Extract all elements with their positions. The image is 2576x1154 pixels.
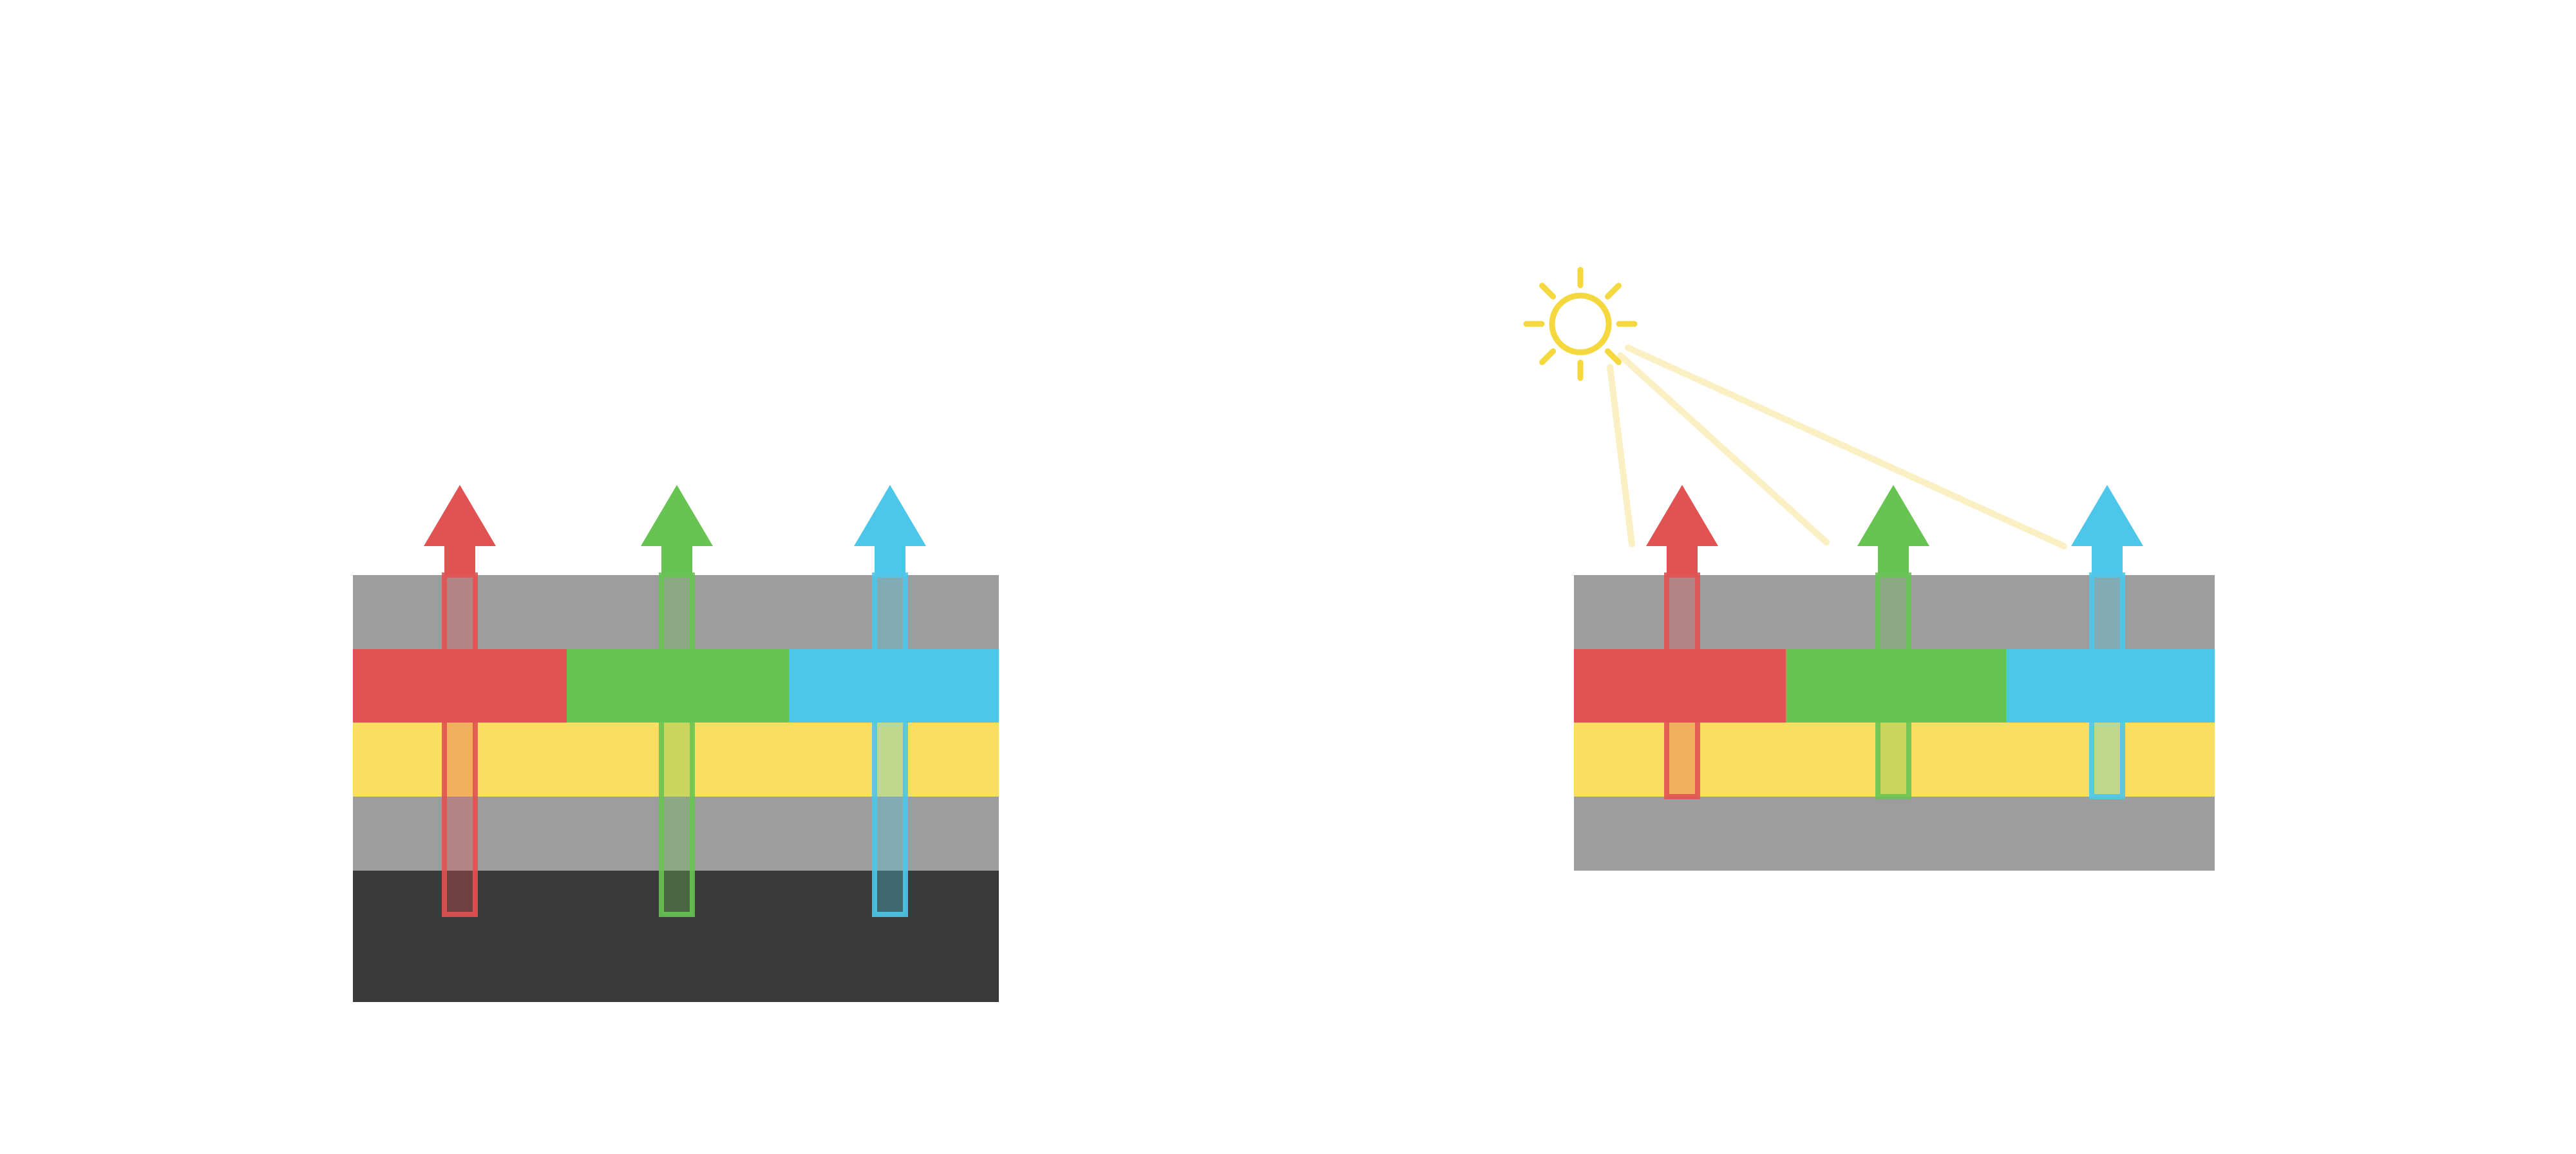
sun-disc: [1549, 292, 1612, 355]
sunlit-display-arrow-shaft-green: [1875, 572, 1911, 799]
sunlight-beam-2: [1617, 352, 1830, 545]
sunlit-display-color-filter-layer-green-segment: [1786, 649, 2006, 723]
backlit-display-gray-bottom-layer: [353, 797, 999, 871]
sun-ray: [1539, 348, 1557, 365]
sunlit-display-arrow-head-green: [1857, 485, 1929, 546]
sunlight-beam-1: [1607, 364, 1635, 547]
backlit-display-arrow-head-green: [641, 485, 713, 546]
backlit-display-arrow-head-cyan: [854, 485, 926, 546]
backlit-display-arrow-neck-green: [661, 545, 692, 575]
backlit-display-arrow-neck-red: [444, 545, 475, 575]
backlit-display-gray-top-layer: [353, 575, 999, 649]
sunlit-display-arrow-neck-green: [1878, 545, 1909, 575]
sunlit-display-color-filter-layer-red-segment: [1574, 649, 1786, 723]
backlit-display-arrow-head-red: [424, 485, 496, 546]
backlit-display-color-filter-layer-green-segment: [567, 649, 789, 723]
sunlit-display-arrow-head-cyan: [2071, 485, 2143, 546]
backlit-display-color-filter-layer-red-segment: [353, 649, 567, 723]
sunlight-beam-3: [1625, 345, 2067, 549]
sunlit-display-arrow-head-red: [1646, 485, 1718, 546]
sunlit-display-arrow-neck-cyan: [2092, 545, 2123, 575]
sun-ray: [1604, 283, 1622, 300]
backlit-display-yellow-layer: [353, 723, 999, 797]
sun-icon: [1523, 267, 1638, 381]
backlit-display-dark-backplane-layer: [353, 871, 999, 1002]
sunlit-display-figure: [1523, 267, 2215, 871]
backlit-display-arrow-neck-cyan: [875, 545, 905, 575]
sunlit-display-arrow-shaft-cyan: [2089, 572, 2125, 799]
backlit-display-arrow-shaft-cyan: [872, 572, 908, 917]
sunlit-display-color-filter-layer-cyan-segment: [2006, 649, 2215, 723]
sunlit-display-arrow-shaft-red: [1664, 572, 1700, 799]
sun-ray: [1539, 283, 1557, 300]
backlit-display-figure: [353, 485, 999, 1002]
sunlit-display-gray-top-layer: [1574, 575, 2215, 649]
sun-ray: [1604, 348, 1622, 365]
backlit-display-arrow-shaft-green: [659, 572, 695, 917]
backlit-display-color-filter-layer-cyan-segment: [789, 649, 999, 723]
sunlit-display-arrow-neck-red: [1667, 545, 1698, 575]
sunlit-display-yellow-layer: [1574, 723, 2215, 797]
sunlit-display-gray-bottom-layer: [1574, 797, 2215, 871]
backlit-display-arrow-shaft-red: [442, 572, 478, 917]
